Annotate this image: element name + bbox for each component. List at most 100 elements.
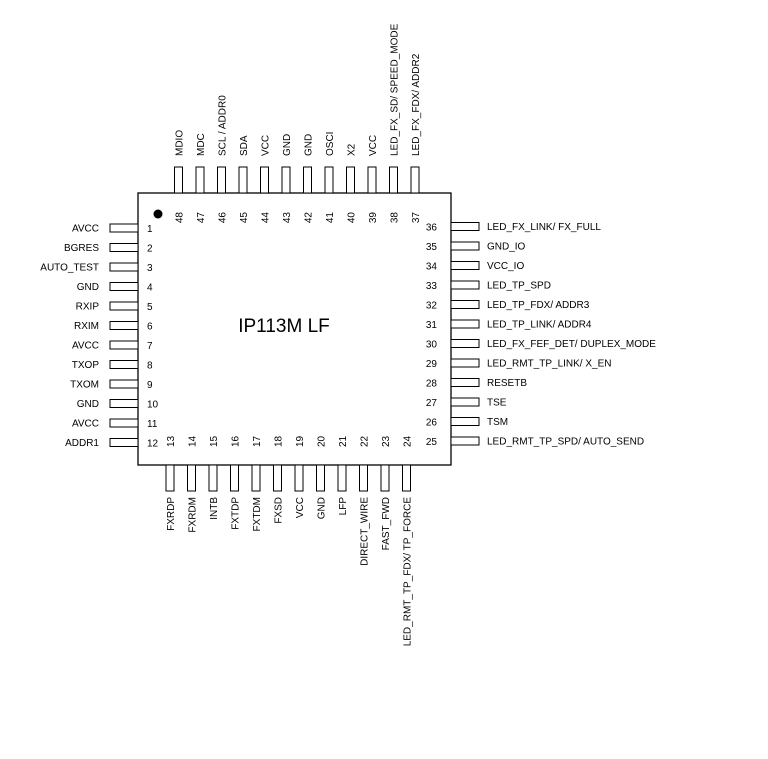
pin-lead	[281, 166, 291, 194]
pin-number-label: 46	[218, 212, 229, 224]
pin-number-label: 39	[368, 212, 379, 224]
pin-number-label: 10	[147, 400, 159, 411]
pin-name-label: VCC	[295, 497, 306, 518]
pin-number-label: 35	[426, 242, 438, 253]
pin-number-label: 8	[147, 361, 153, 372]
pin-name-label: AVCC	[72, 341, 99, 352]
part-name: IP113M LF	[238, 316, 330, 337]
pin-name-label: FAST_FWD	[381, 497, 392, 550]
pin-number-label: 37	[411, 212, 422, 224]
pin-lead	[238, 166, 248, 194]
pin-number-label: 48	[175, 212, 186, 224]
pin-lead	[367, 166, 377, 194]
pin-name-label: SDA	[239, 135, 250, 156]
pin-lead	[109, 223, 139, 233]
pin-lead	[273, 464, 282, 492]
chip-body	[137, 192, 452, 466]
pin-lead	[294, 464, 304, 492]
pin-name-label: AVCC	[72, 224, 99, 235]
pin-number-label: 30	[426, 340, 438, 351]
pin-number-label: 27	[426, 398, 438, 409]
pin-lead	[450, 280, 480, 290]
pin-lead	[217, 166, 226, 194]
pin-lead	[450, 222, 480, 231]
pin-name-label: FXRDM	[188, 497, 199, 533]
pin-name-label: GND_IO	[487, 242, 526, 253]
pin-name-label: X2	[347, 143, 358, 156]
pin-name-label: FXTDP	[231, 497, 242, 530]
pin-number-label: 18	[274, 435, 285, 447]
pin-number-label: 45	[239, 212, 250, 224]
pin-number-label: 19	[295, 435, 306, 447]
pin-name-label: LED_RMT_TP_SPD/ AUTO_SEND	[487, 437, 644, 448]
pin-lead	[450, 417, 480, 426]
pin-lead	[450, 300, 480, 309]
pin-name-label: MDIO	[175, 130, 186, 156]
pin-name-label: TXOP	[72, 360, 100, 371]
pin-lead	[450, 319, 480, 329]
pin-lead	[109, 340, 139, 350]
pin1-marker-dot	[153, 209, 163, 219]
pin-name-label: MDC	[196, 133, 207, 156]
pin-name-label: BGRES	[64, 243, 99, 254]
pin-number-label: 47	[196, 212, 207, 224]
pin-lead	[187, 464, 196, 492]
pin-lead	[195, 166, 205, 194]
pin-number-label: 4	[147, 283, 153, 294]
pin-lead	[450, 378, 480, 387]
pin-lead	[165, 464, 175, 492]
pin-lead	[450, 241, 480, 251]
pin-name-label: LED_FX_SD/ SPEED_MODE	[390, 23, 401, 156]
pin-lead	[450, 397, 480, 407]
pin-number-label: 42	[304, 212, 315, 224]
pin-lead	[109, 418, 139, 428]
pin-name-label: OSCI	[325, 132, 336, 156]
pin-number-label: 13	[166, 435, 177, 447]
pin-name-label: LED_TP_SPD	[487, 281, 551, 292]
pin-number-label: 43	[282, 212, 293, 224]
pin-lead	[230, 464, 239, 492]
pin-name-label: AVCC	[72, 419, 99, 430]
pin-name-label: GND	[77, 282, 99, 293]
pin-name-label: TSE	[487, 398, 507, 409]
pin-name-label: LFP	[338, 497, 349, 516]
pin-number-label: 2	[147, 244, 153, 255]
pin-lead	[402, 464, 411, 492]
pin-number-label: 20	[317, 435, 328, 447]
pin-lead	[260, 166, 269, 194]
pin-number-label: 28	[426, 379, 438, 390]
pin-lead	[109, 321, 139, 330]
pin-lead	[346, 166, 355, 194]
pin-name-label: LED_TP_LINK/ ADDR4	[487, 320, 592, 331]
pin-name-label: GND	[317, 497, 328, 519]
pin-number-label: 16	[231, 435, 242, 447]
pin-number-label: 26	[426, 418, 438, 429]
pin-lead	[251, 464, 261, 492]
pin-lead	[303, 166, 312, 194]
pin-number-label: 15	[209, 435, 220, 447]
pin-name-label: GND	[304, 134, 315, 156]
pin-lead	[174, 166, 183, 194]
pin-number-label: 12	[147, 439, 159, 450]
pin-number-label: 34	[426, 262, 438, 273]
pin-number-label: 24	[403, 435, 414, 447]
pin-name-label: LED_RMT_TP_LINK/ X_EN	[487, 359, 612, 370]
pin-name-label: TSM	[487, 417, 508, 428]
pin-name-label: RXIM	[74, 321, 99, 332]
pin-lead	[450, 261, 480, 270]
pin-number-label: 33	[426, 281, 438, 292]
pin-lead	[109, 360, 139, 369]
pin-lead	[109, 399, 139, 408]
pin-name-label: RXIP	[76, 302, 100, 313]
pin-number-label: 44	[261, 212, 272, 224]
pin-number-label: 17	[252, 435, 263, 447]
pin-number-label: 1	[147, 224, 153, 235]
pin-number-label: 29	[426, 359, 438, 370]
pin-lead	[109, 438, 139, 447]
pin-name-label: LED_FX_FEF_DET/ DUPLEX_MODE	[487, 339, 656, 350]
pin-lead	[380, 464, 390, 492]
pin-lead	[316, 464, 325, 492]
pin-number-label: 23	[381, 435, 392, 447]
